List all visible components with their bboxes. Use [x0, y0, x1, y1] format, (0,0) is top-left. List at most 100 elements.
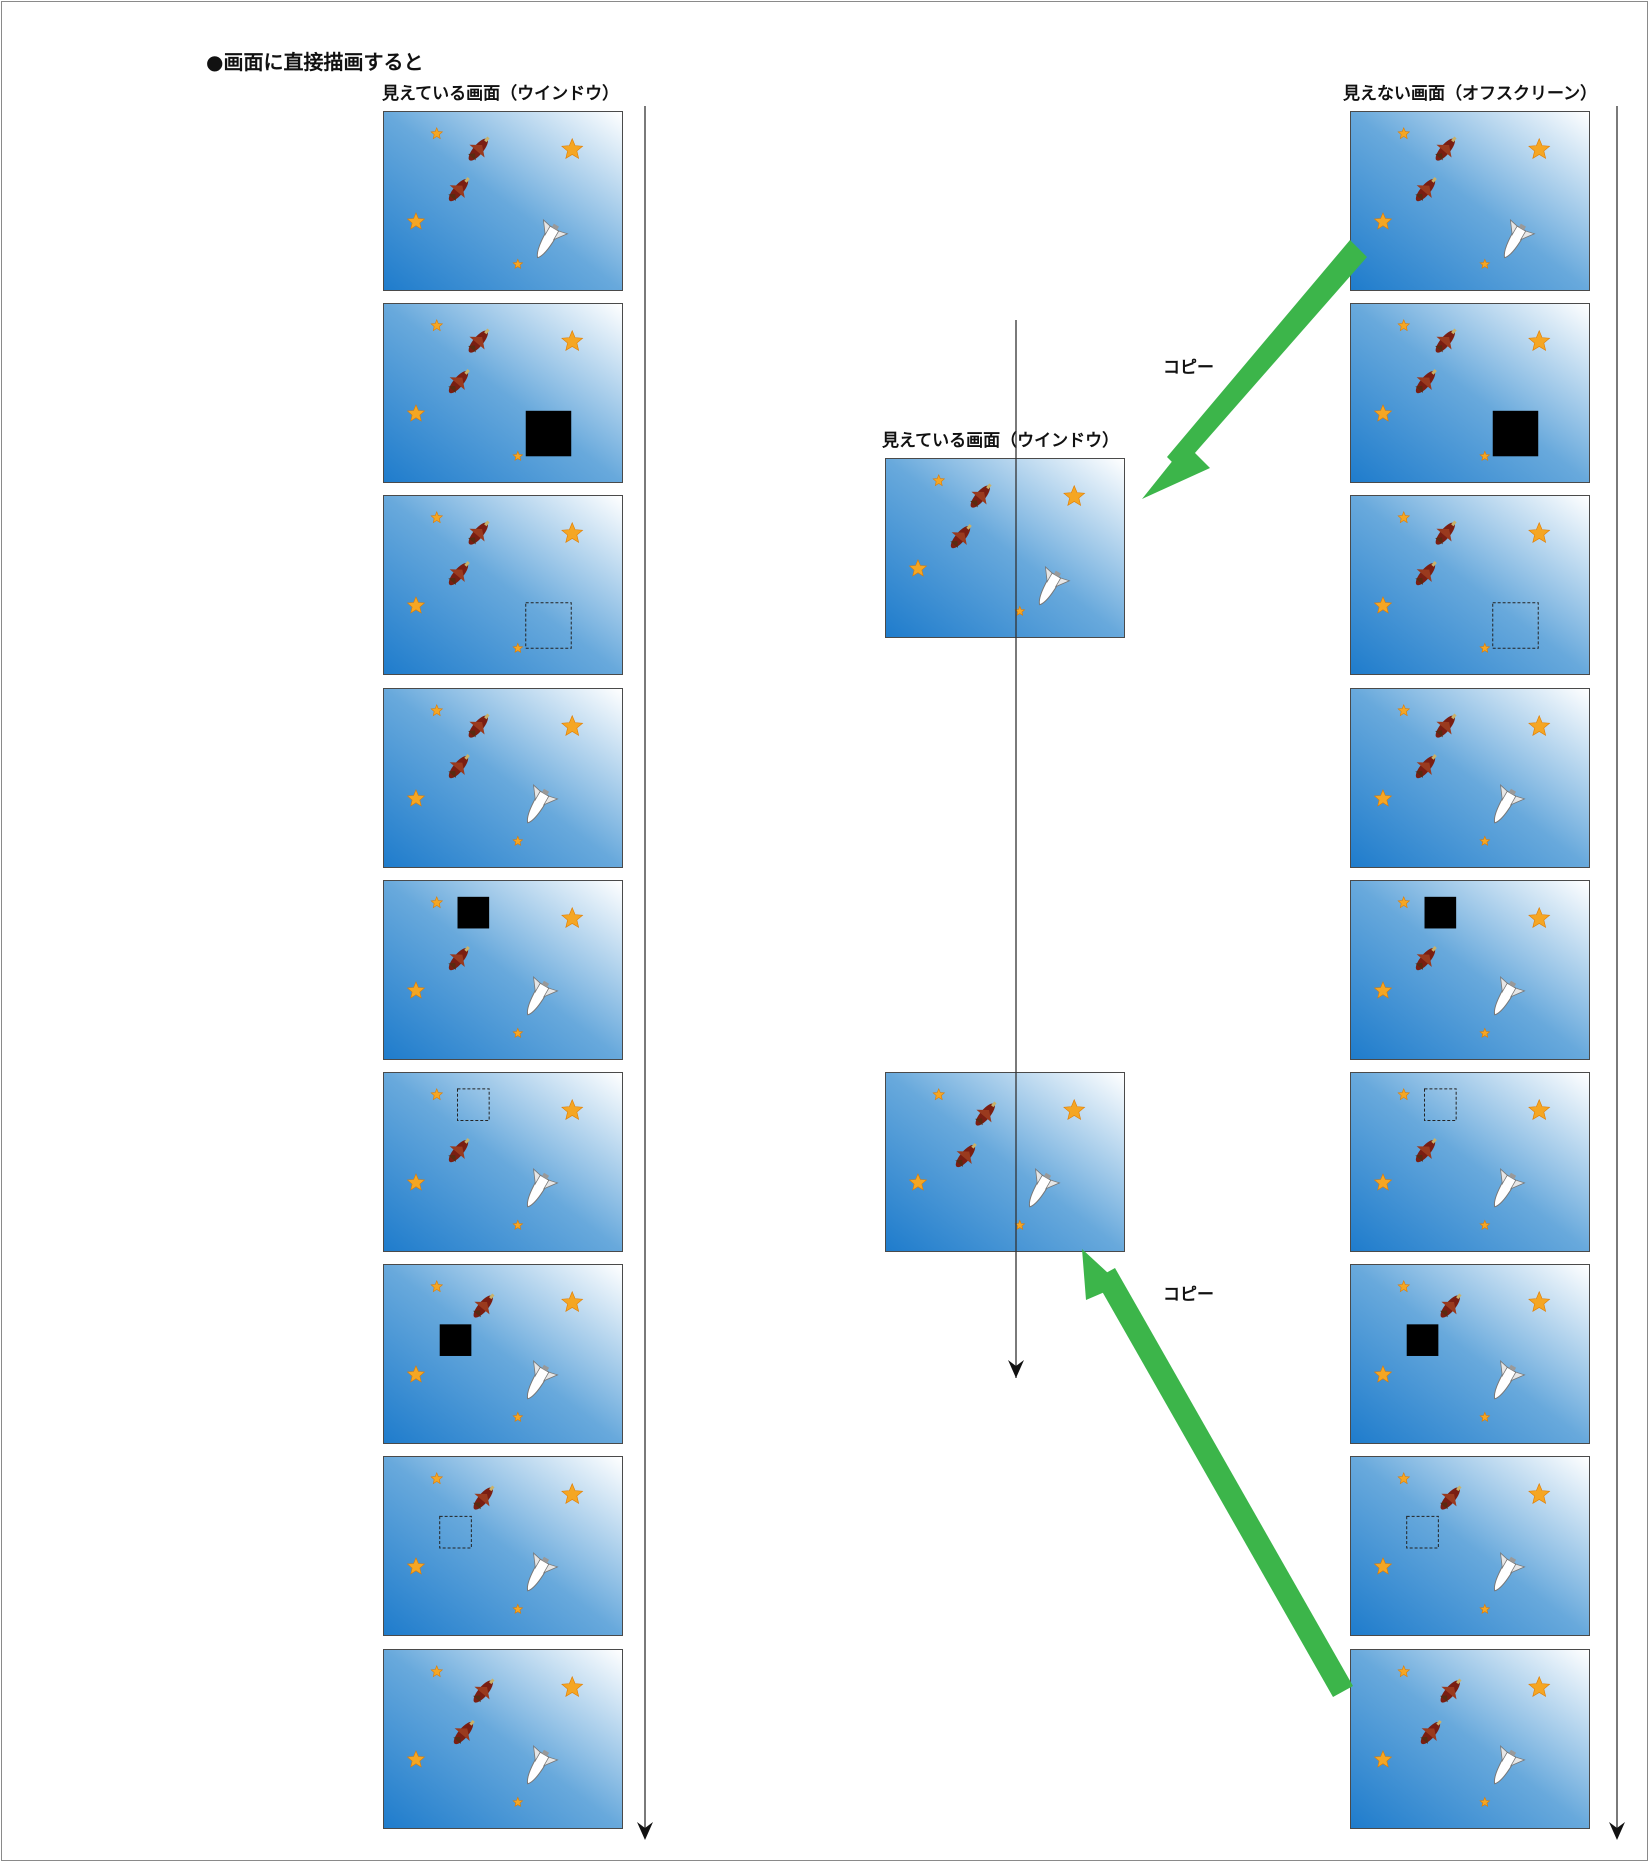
star-icon — [908, 1173, 928, 1191]
star-icon — [561, 521, 584, 543]
center-timeline-arrowhead — [1008, 1360, 1024, 1378]
star-icon — [1528, 1098, 1551, 1120]
fighter-plane-icon — [468, 713, 490, 738]
star-icon — [406, 1173, 426, 1191]
star-icon — [1479, 1027, 1491, 1038]
space-shuttle-icon — [526, 1745, 559, 1785]
space-shuttle-icon — [1493, 1168, 1526, 1208]
star-icon — [406, 981, 426, 999]
erased-region-outline — [1492, 602, 1539, 649]
star-icon — [406, 404, 426, 422]
star-icon — [1397, 127, 1411, 140]
star-icon — [1373, 596, 1393, 614]
star-icon — [512, 1411, 524, 1422]
star-icon — [430, 511, 444, 524]
fighter-plane-icon — [1435, 713, 1457, 738]
star-icon — [1397, 1088, 1411, 1101]
fighter-plane-icon — [1440, 1485, 1462, 1510]
copy-arrow-top — [1142, 240, 1367, 499]
space-shuttle-icon — [1493, 1552, 1526, 1592]
star-icon — [1397, 1280, 1411, 1293]
direct-draw-frame — [383, 1456, 623, 1636]
star-icon — [512, 642, 524, 653]
star-icon — [1373, 212, 1393, 230]
offscreen-frame — [1350, 688, 1590, 868]
star-icon — [512, 1027, 524, 1038]
fighter-plane-icon — [1415, 946, 1437, 971]
direct-draw-frame — [383, 1649, 623, 1829]
erase-fill-square — [525, 410, 572, 457]
star-icon — [1479, 642, 1491, 653]
offscreen-frame — [1350, 111, 1590, 291]
star-icon — [1063, 1098, 1086, 1120]
space-shuttle-icon — [1493, 1360, 1526, 1400]
star-icon — [406, 596, 426, 614]
star-icon — [1479, 450, 1491, 461]
fighter-plane-icon — [1415, 561, 1437, 586]
star-icon — [1528, 521, 1551, 543]
star-icon — [1397, 511, 1411, 524]
star-icon — [406, 1557, 426, 1575]
erased-region-outline — [439, 1515, 472, 1549]
copy-label-top: コピー — [1163, 358, 1214, 378]
star-icon — [1528, 906, 1551, 928]
star-icon — [1373, 1557, 1393, 1575]
star-icon — [430, 1665, 444, 1678]
space-shuttle-icon — [526, 1168, 559, 1208]
space-shuttle-icon — [1493, 976, 1526, 1016]
star-icon — [1397, 1472, 1411, 1485]
erase-fill-square — [1424, 896, 1457, 929]
star-icon — [561, 714, 584, 736]
star-icon — [561, 1098, 584, 1120]
star-icon — [406, 1750, 426, 1768]
star-icon — [1063, 484, 1086, 506]
left-timeline-arrowhead — [637, 1822, 653, 1840]
star-icon — [512, 1603, 524, 1614]
star-icon — [1479, 1603, 1491, 1614]
star-icon — [1373, 1365, 1393, 1383]
star-icon — [561, 906, 584, 928]
star-icon — [561, 1290, 584, 1312]
star-icon — [1373, 981, 1393, 999]
space-shuttle-icon — [1493, 784, 1526, 824]
direct-draw-frame — [383, 688, 623, 868]
direct-draw-frame — [383, 1072, 623, 1252]
space-shuttle-icon — [1493, 1745, 1526, 1785]
offscreen-frame — [1350, 495, 1590, 675]
star-icon — [1528, 1675, 1551, 1697]
star-icon — [1528, 1290, 1551, 1312]
space-shuttle-icon — [526, 976, 559, 1016]
fighter-plane-icon — [448, 946, 470, 971]
fighter-plane-icon — [1435, 328, 1457, 353]
star-icon — [1397, 1665, 1411, 1678]
space-shuttle-icon — [1028, 1168, 1061, 1208]
star-icon — [561, 1675, 584, 1697]
star-icon — [430, 127, 444, 140]
space-shuttle-icon — [526, 1360, 559, 1400]
space-shuttle-icon — [526, 784, 559, 824]
space-shuttle-icon — [1503, 218, 1536, 259]
star-icon — [1373, 404, 1393, 422]
star-icon — [1528, 1482, 1551, 1504]
star-icon — [512, 1796, 524, 1807]
star-icon — [1397, 896, 1411, 909]
star-icon — [1373, 1173, 1393, 1191]
star-icon — [932, 474, 946, 487]
left-column-label: 見えている画面（ウインドウ） — [382, 84, 620, 104]
star-icon — [561, 137, 584, 159]
star-icon — [512, 835, 524, 846]
offscreen-frame — [1350, 303, 1590, 483]
window-frame — [885, 458, 1125, 638]
erased-region-outline — [525, 602, 572, 649]
star-icon — [908, 559, 928, 577]
star-icon — [561, 1482, 584, 1504]
star-icon — [1479, 1219, 1491, 1230]
right-timeline-arrowhead — [1609, 1822, 1625, 1840]
fighter-plane-icon — [1415, 754, 1437, 779]
right-column-label: 見えない画面（オフスクリーン） — [1343, 84, 1598, 104]
fighter-plane-icon — [1435, 136, 1457, 161]
star-icon — [1528, 714, 1551, 736]
star-icon — [430, 896, 444, 909]
space-shuttle-icon — [526, 1552, 559, 1592]
